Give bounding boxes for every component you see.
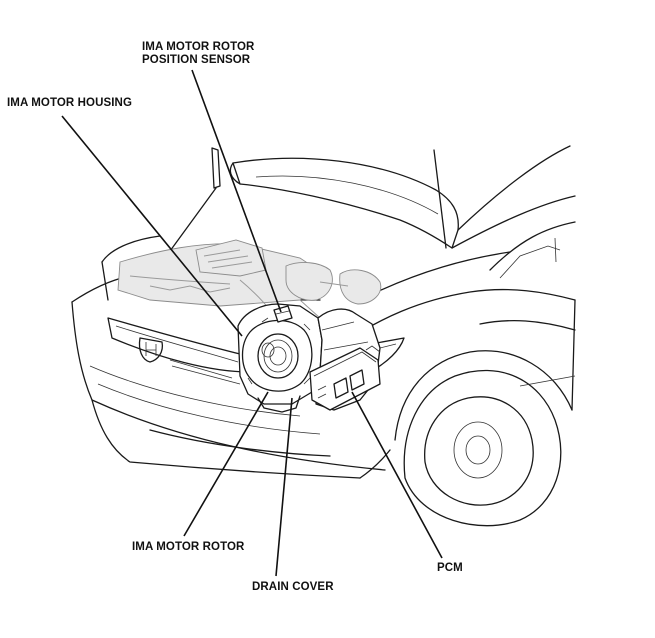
leader-pcm bbox=[351, 391, 443, 559]
label-rotor-position-sensor-line2: POSITION SENSOR bbox=[142, 54, 251, 66]
ima-motor-assembly bbox=[237, 303, 323, 413]
label-pcm: PCM bbox=[437, 562, 463, 574]
label-motor-housing: IMA MOTOR HOUSING bbox=[7, 97, 133, 109]
label-drain-cover: DRAIN COVER bbox=[252, 581, 334, 593]
engine-ghosted bbox=[117, 239, 382, 325]
leader-lines bbox=[61, 69, 443, 577]
label-motor-rotor: IMA MOTOR ROTOR bbox=[132, 541, 245, 553]
leader-motor-rotor bbox=[183, 391, 269, 537]
leader-motor-housing bbox=[61, 115, 243, 337]
leader-drain-cover bbox=[275, 397, 293, 577]
leader-rotor-position-sensor bbox=[191, 69, 282, 313]
label-rotor-position-sensor: IMA MOTOR ROTOR POSITION SENSOR bbox=[142, 41, 254, 67]
transmission-and-pcm bbox=[309, 308, 381, 411]
label-rotor-position-sensor-line1: IMA MOTOR ROTOR bbox=[142, 41, 255, 53]
